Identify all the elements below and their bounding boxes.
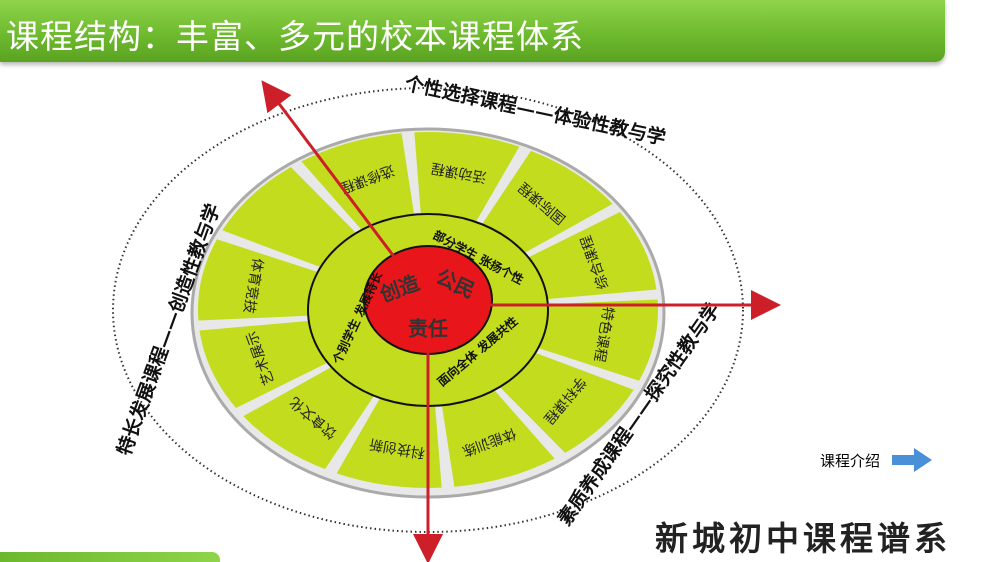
segment-wedge [199, 320, 330, 408]
title-banner: 课程结构：丰富、多元的校本课程体系 [0, 0, 945, 62]
segment-wedge [243, 366, 376, 470]
segment-wedge [301, 133, 415, 232]
segment-wedge [336, 396, 442, 488]
segment-wedge [198, 239, 320, 321]
segment-wedge [441, 388, 555, 487]
outer-dotted-ring [112, 87, 744, 533]
segment-wedge [526, 212, 657, 300]
bottom-bar [0, 552, 220, 562]
arrow-top-left [261, 80, 397, 259]
segment-wedge [480, 150, 613, 254]
school-brand: 新城初中课程谱系 [655, 519, 951, 558]
core-label: 责任 [408, 317, 448, 341]
page-title: 课程结构：丰富、多元的校本课程体系 [6, 17, 584, 56]
segment-wedge [414, 132, 520, 224]
segment-wedge [498, 352, 634, 453]
right-arrow-icon [892, 448, 933, 472]
course-intro-label: 课程介绍 [820, 451, 881, 470]
segment-wedge [222, 167, 358, 268]
course-intro-link[interactable]: 课程介绍 [820, 446, 934, 474]
segment-wedge [536, 299, 659, 381]
